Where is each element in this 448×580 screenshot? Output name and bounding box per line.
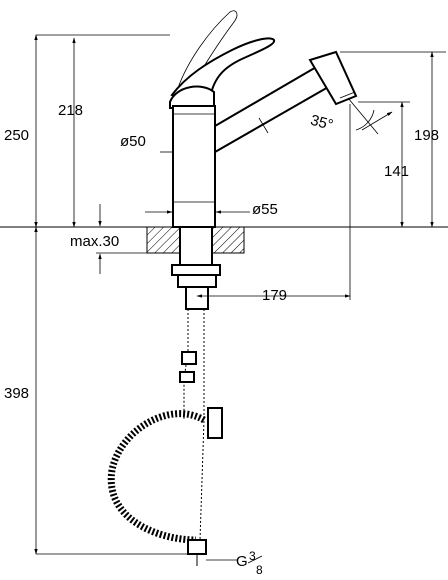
dim-spout-height: 218 [58,102,83,119]
shank-lower [185,286,209,310]
dim-outlet-height: 141 [384,163,409,180]
dim-body-diameter: ø50 [120,133,146,150]
dim-overall-height: 250 [4,127,29,144]
countertop-section-left [146,226,181,254]
dim-connection-numerator: 3 [249,549,256,563]
hose-clip [207,407,223,439]
dim-base-diameter: ø55 [252,201,278,218]
pullout-head-tip [339,91,356,99]
dim-connection-denominator: 8 [256,563,263,577]
dim-angle-leg-2 [361,111,393,131]
supply-hose-right [199,309,205,541]
hose-valve-2 [179,371,195,383]
dim-max-thickness: max.30 [70,233,119,250]
dim-head-height: 198 [414,127,439,144]
dim-angle-arc [355,109,375,131]
pullout-hose-loop [107,410,206,544]
countertop-section-right [211,226,245,254]
fixing-nut [171,264,221,276]
dim-connection-fraction-bar [247,555,263,564]
hose-connector [187,539,207,555]
dim-angle-leg-1 [347,97,379,135]
pullout-head [308,50,358,106]
dim-swivel-angle: 35° [309,112,335,134]
spout-ring [258,117,269,134]
lever-ghost-outline [177,10,238,91]
dim-connection-prefix: G [236,553,248,570]
dim-reach: 179 [262,287,287,304]
faucet-body [172,105,216,228]
spout [214,64,332,154]
fixing-washer [177,274,217,288]
shank-upper [179,226,213,266]
dim-hose-length: 398 [4,385,29,402]
hose-valve-1 [181,351,197,365]
